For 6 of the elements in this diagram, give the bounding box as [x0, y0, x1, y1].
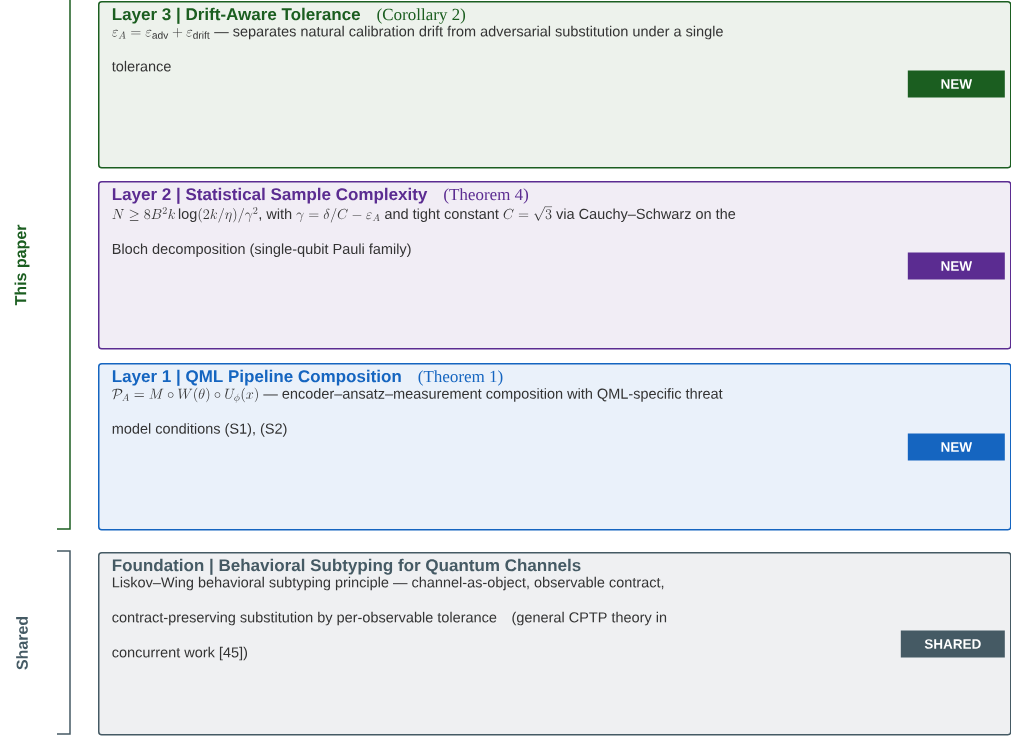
section-label: Shared: [16, 616, 28, 670]
section-label: This paper: [14, 224, 30, 306]
status-badge: SHARED: [900, 630, 1005, 658]
status-badge: NEW: [907, 433, 1005, 461]
status-badge: NEW: [907, 252, 1005, 280]
status-badge: NEW: [907, 70, 1005, 98]
